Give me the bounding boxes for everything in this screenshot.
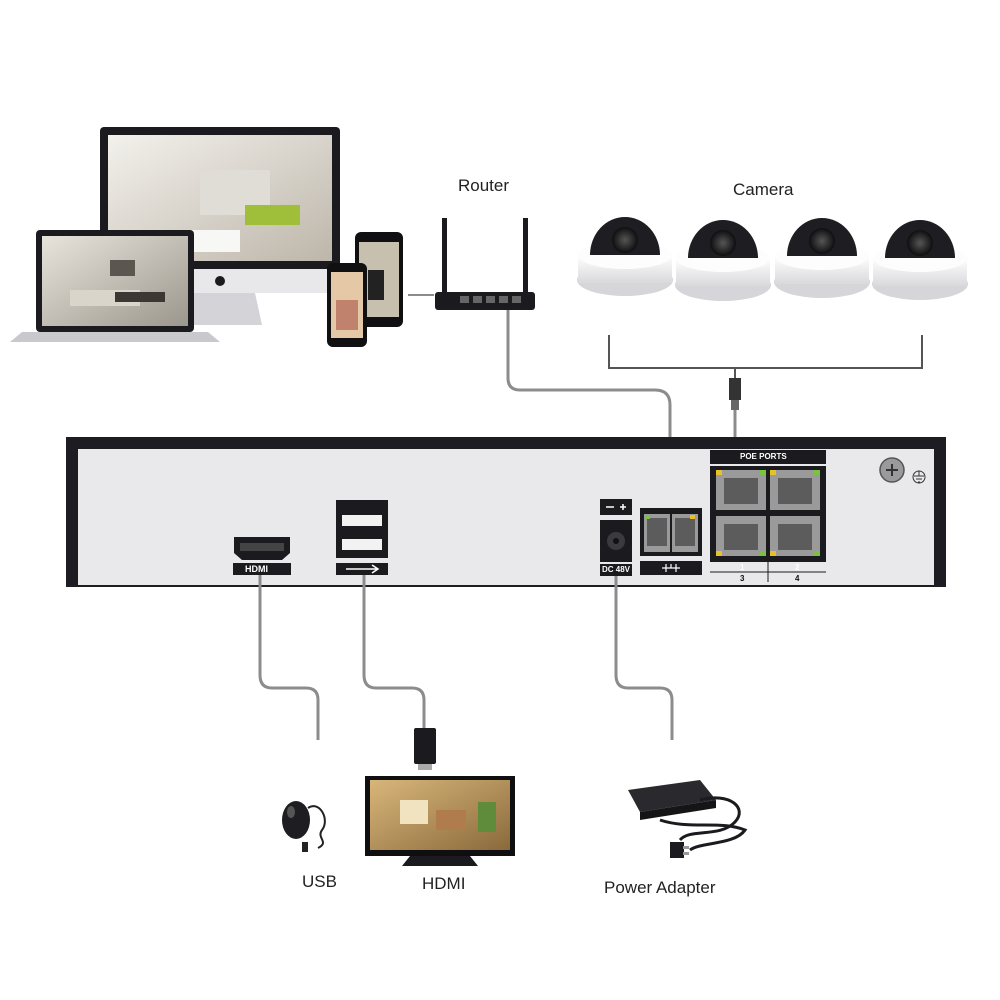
hdmi-port [233,537,291,575]
dome-camera-icon [774,218,870,298]
mouse-icon [282,801,326,852]
dome-camera-icon [577,217,673,296]
lan-port [640,508,702,575]
router-cable [506,310,672,520]
usb-cable [258,575,320,740]
poe-port-number-1: 1 [740,563,745,572]
usb-dongle-icon [414,728,436,770]
poe-port-number-2: 2 [795,563,800,572]
hdmi-port-label: HDMI [245,564,268,574]
poe-port-number-3: 3 [740,574,745,583]
power-adapter-label: Power Adapter [604,878,716,897]
power-adapter-icon [628,780,748,858]
dc-power-port [600,499,632,576]
router-icon [435,218,535,310]
usb-label: USB [302,872,337,891]
hdmi-label: HDMI [422,874,466,893]
poe-ports-block [710,450,826,582]
laptop-icon [10,230,220,342]
poe-ports-label: POE PORTS [740,452,787,461]
router-label: Router [458,176,510,195]
rj45-plug-icon [729,378,741,410]
ground-icon [879,457,926,484]
usb-port [336,500,388,575]
camera-label: Camera [733,180,794,199]
camera-group-bracket [608,335,923,369]
dome-camera-icon [675,220,771,301]
power-cable [614,576,674,740]
smartphone-icon [327,232,403,347]
tv-icon [365,776,515,866]
dome-camera-icon [872,220,968,300]
poe-port-number-4: 4 [795,574,800,583]
dc-voltage-label: DC 48V [602,565,631,574]
hdmi-cable [362,575,426,730]
